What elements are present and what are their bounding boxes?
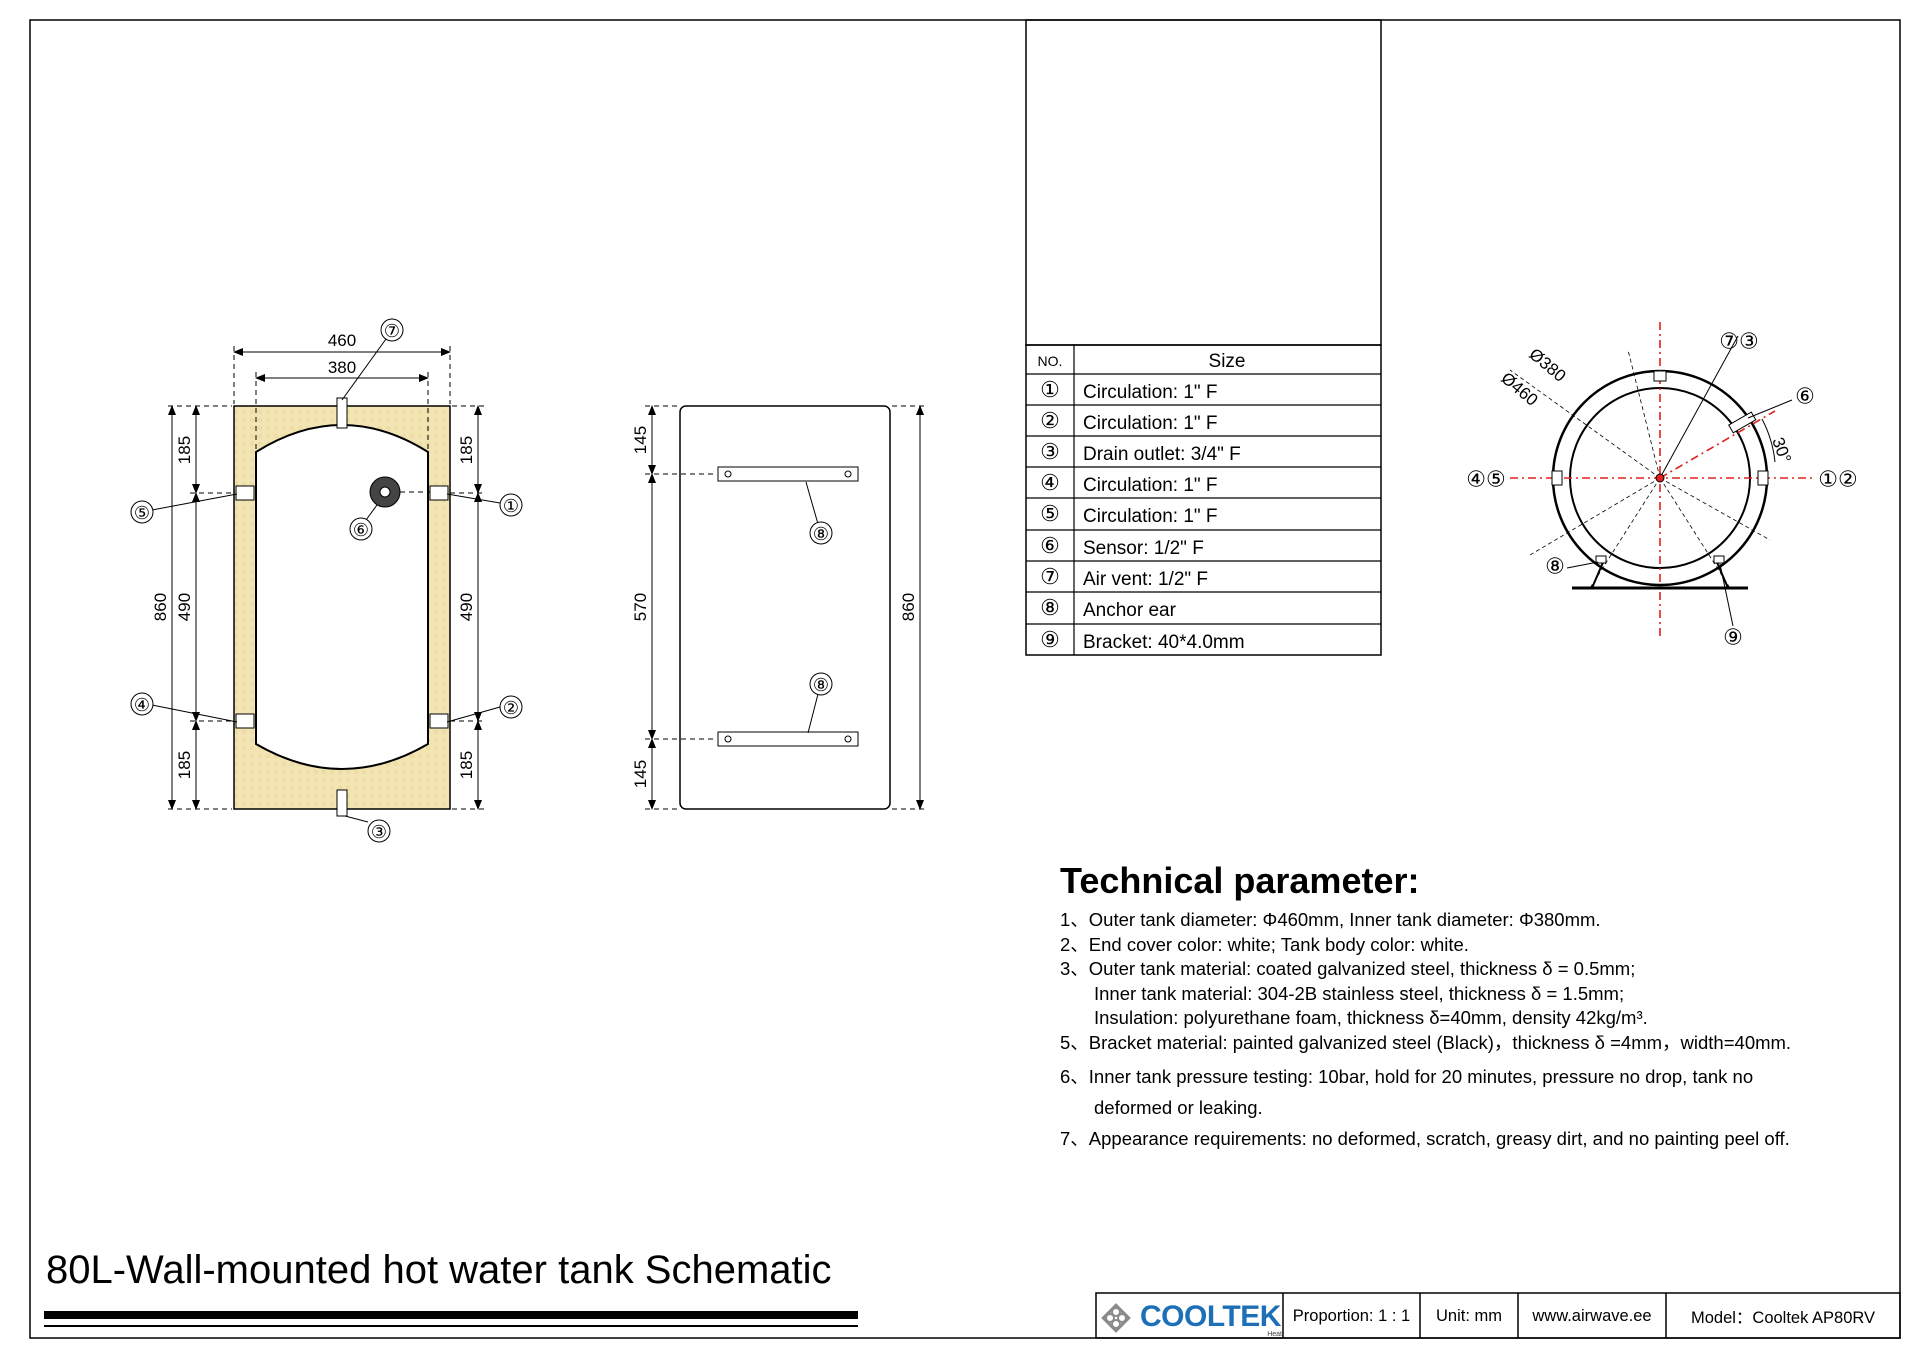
dim-left-bottom: 185 [175,751,194,779]
unit-cell: Unit: mm [1436,1306,1502,1325]
table-header-size: Size [1209,351,1246,372]
table-row-size: Circulation: 1" F [1083,506,1218,527]
website-cell: www.airwave.ee [1532,1306,1652,1325]
table-row-size: Circulation: 1" F [1083,382,1218,403]
fitting-4 [235,713,255,729]
table-row-size: Sensor: 1/2" F [1083,538,1204,559]
top-view: 30° Ø380 Ø460 ⑦③ ⑥ ④⑤ ①② ⑧ ⑨ [1466,322,1858,650]
table-row-size: Circulation: 1" F [1083,413,1218,434]
angle-label: 30° [1768,435,1795,466]
table-row-no: ① [1040,377,1060,402]
dim-right-middle: 490 [457,593,476,621]
table-row-size: Air vent: 1/2" F [1083,569,1208,590]
topview-callout-9: ⑨ [1723,625,1743,650]
topview-callout-6: ⑥ [1795,384,1815,409]
dim-outer-width: 460 [328,331,356,350]
table-row-no: ⑤ [1040,501,1060,526]
dim-left-middle: 490 [175,593,194,621]
front-view: 460 380 860 185 490 185 185 490 185 ⑦ ⑤ … [130,318,523,843]
drain-fitting [336,789,348,817]
table-row-no: ⑨ [1040,627,1060,652]
dim-inner-width: 380 [328,358,356,377]
side-dim-bottom: 145 [631,760,650,788]
tech-line: Inner tank material: 304-2B stainless st… [1094,982,1625,1004]
table-row-size: Anchor ear [1083,600,1177,621]
table-row-no: ⑧ [1040,595,1060,620]
drawing-title: 80L-Wall-mounted hot water tank Schemati… [46,1248,832,1292]
tech-line: 3、Outer tank material: coated galvanized… [1060,958,1636,979]
tech-line: 2、End cover color: white; Tank body colo… [1060,933,1469,955]
dim-phi-380: Ø380 [1525,345,1569,386]
side-dim-overall: 860 [899,593,918,621]
side-view: 145 570 145 860 ⑧ ⑧ [631,405,925,810]
brand-logo-icon [1101,1303,1131,1333]
brand-logo: COOLTEK Heat [1100,1297,1284,1338]
callout-1: ① [503,496,519,516]
table-row-no: ② [1040,408,1060,433]
callout-8-bottom: ⑧ [813,675,829,695]
anchor-ear-top [717,466,859,482]
table-row-size: Circulation: 1" F [1083,475,1218,496]
callout-7: ⑦ [384,321,400,341]
table-row-no: ⑥ [1040,533,1060,558]
inner-tank [255,424,429,770]
table-row-no: ⑦ [1040,564,1060,589]
tech-line: 5、Bracket material: painted galvanized s… [1060,1031,1792,1053]
title-block-frame [1095,1292,1901,1339]
table-row-no: ③ [1040,439,1060,464]
table-row-size: Bracket: 40*4.0mm [1083,632,1245,653]
drawing-border [29,19,1901,1339]
parts-table: NO. Size ① ② ③ ④ ⑤ ⑥ ⑦ ⑧ ⑨ Circulation: … [1025,19,1382,656]
callout-4: ④ [134,695,150,715]
side-dim-top: 145 [631,426,650,454]
dim-right-bottom: 185 [457,751,476,779]
brand-name: COOLTEK [1140,1300,1281,1333]
table-row-size: Drain outlet: 3/4" F [1083,444,1241,465]
callout-8-top: ⑧ [813,524,829,544]
callout-3: ③ [371,822,387,842]
side-dim-middle: 570 [631,593,650,621]
tank-side-body [679,405,891,810]
topview-callout-73: ⑦③ [1719,329,1758,354]
callout-5: ⑤ [134,503,150,523]
fitting-1 [429,485,449,501]
topview-callout-12: ①② [1818,467,1857,492]
tech-line: 1、Outer tank diameter: Φ460mm, Inner tan… [1060,909,1601,930]
technical-parameters: Technical parameter: 1、Outer tank diamet… [1060,860,1900,1154]
dim-overall-height: 860 [151,593,170,621]
proportion-cell: Proportion: 1 : 1 [1292,1306,1411,1325]
brand-subtitle: Heat [1267,1331,1282,1338]
tech-line: Insulation: polyurethane foam, thickness… [1094,1007,1648,1028]
topview-callout-45: ④⑤ [1466,467,1505,492]
dim-phi-460: Ø460 [1497,369,1541,410]
callout-6: ⑥ [353,520,369,540]
technical-title: Technical parameter: [1060,860,1420,901]
topview-callout-8: ⑧ [1545,554,1565,579]
tech-line: deformed or leaking. [1094,1097,1263,1118]
fitting-5 [235,485,255,501]
dim-left-top: 185 [175,436,194,464]
tech-line: 7、Appearance requirements: no deformed, … [1060,1128,1790,1149]
table-row-no: ④ [1040,470,1060,495]
callout-2: ② [503,698,519,718]
anchor-ear-bottom [717,731,859,747]
tech-line: 6、Inner tank pressure testing: 10bar, ho… [1060,1066,1754,1087]
fitting-2 [429,713,449,729]
air-vent-fitting [336,397,348,429]
dim-right-top: 185 [457,436,476,464]
model-cell: Model：Cooltek AP80RV [1690,1309,1876,1327]
table-header-no: NO. [1038,353,1063,369]
